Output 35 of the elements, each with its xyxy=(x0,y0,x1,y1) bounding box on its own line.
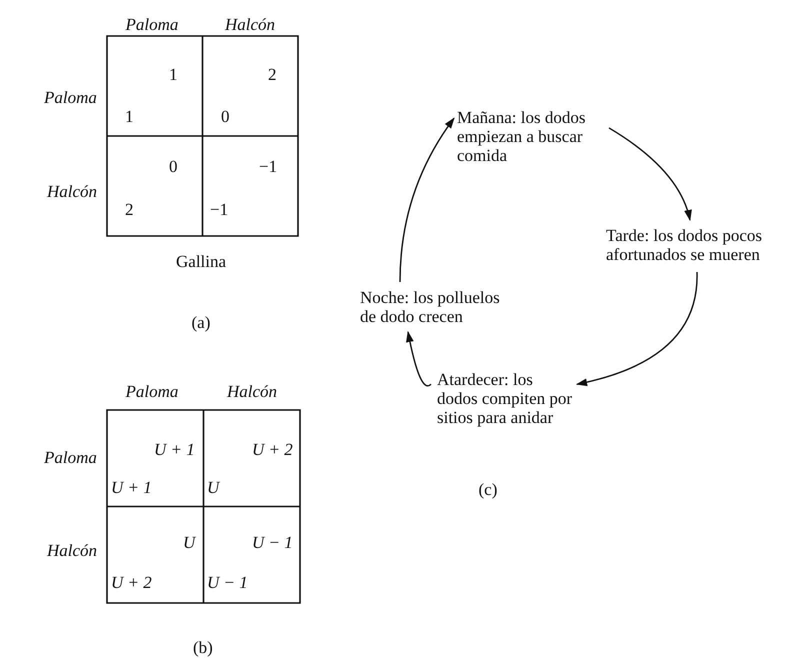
payoff-value: U − 1 xyxy=(252,533,293,552)
strategy-label: Paloma xyxy=(126,15,178,34)
payoff-value: 2 xyxy=(125,200,134,219)
payoff-value: 1 xyxy=(169,65,178,84)
strategy-label: Paloma xyxy=(44,448,97,467)
cycle-arrow xyxy=(608,127,692,222)
strategy-label: Paloma xyxy=(126,382,178,401)
strategy-label: Halcón xyxy=(47,182,98,201)
payoff-value: U + 1 xyxy=(111,478,152,497)
payoff-value: 0 xyxy=(221,107,230,126)
payoff-value: U − 1 xyxy=(207,573,248,592)
payoff-value: 2 xyxy=(268,65,276,84)
payoff-value: U xyxy=(207,478,220,497)
strategy-label: Paloma xyxy=(44,88,97,107)
caption: (c) xyxy=(478,480,498,499)
payoff-value: U + 2 xyxy=(252,440,293,459)
strategy-label: Halcón xyxy=(225,15,276,34)
payoff-value: 0 xyxy=(169,157,178,176)
payoff-value: U + 1 xyxy=(154,440,195,459)
strategy-label: Halcón xyxy=(227,382,278,401)
caption: (a) xyxy=(192,313,210,332)
payoff-value: −1 xyxy=(259,157,278,176)
payoff-value: 1 xyxy=(125,107,134,126)
cycle-arrow xyxy=(399,117,455,282)
strategy-label: Halcón xyxy=(47,541,98,560)
stage-text: Mañana: los dodos empiezan a buscar comida xyxy=(457,108,607,165)
stage-text: Tarde: los dodos pocos afortunados se mueren xyxy=(606,226,781,264)
payoff-value: U xyxy=(183,533,196,552)
caption: (b) xyxy=(193,638,213,657)
caption: Gallina xyxy=(176,252,226,271)
cycle-arrow xyxy=(576,272,698,386)
payoff-value: −1 xyxy=(210,200,228,219)
stage-text: Atardecer: los dodos compiten por sitios para anidar xyxy=(437,370,577,427)
stage-text: Noche: los polluelos de dodo crecen xyxy=(360,288,520,326)
payoff-value: U + 2 xyxy=(111,573,152,592)
